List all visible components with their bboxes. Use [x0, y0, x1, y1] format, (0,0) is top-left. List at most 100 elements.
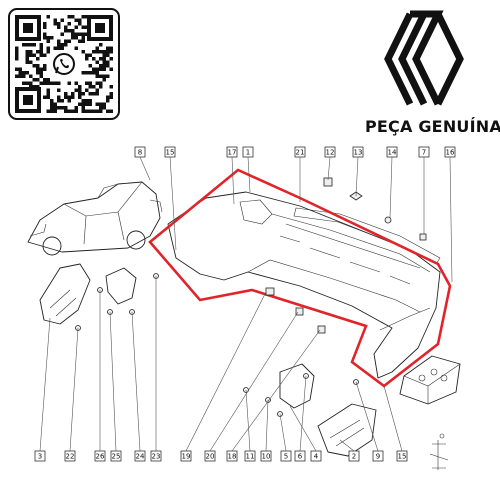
bottom-callout-18-8: 18: [226, 450, 238, 462]
leader-bottom-12: [299, 375, 307, 452]
leader-bottom-4: [131, 311, 141, 452]
svg-text:4: 4: [314, 453, 319, 461]
brand-diamond-logo-icon: [384, 10, 464, 106]
rear-bumper-part[interactable]: [167, 191, 441, 379]
leader-top-5: [327, 156, 331, 181]
clip-part-7[interactable]: [419, 233, 427, 241]
bottom-callout-25-3: 25: [110, 450, 122, 462]
svg-text:20: 20: [206, 453, 215, 461]
svg-text:10: 10: [262, 453, 271, 461]
screw-part-14[interactable]: [384, 216, 392, 224]
svg-text:18: 18: [228, 453, 237, 461]
rear-bracket-part[interactable]: [317, 403, 377, 457]
bottom-callout-6-12: 6: [294, 450, 306, 462]
left-bracket-part[interactable]: [39, 263, 91, 325]
top-callout-13-6: 13: [352, 146, 364, 158]
svg-text:24: 24: [136, 453, 145, 461]
svg-text:7: 7: [422, 149, 426, 157]
bottom-callout-2-14: 2: [348, 450, 360, 462]
bottom-callout-23-5: 23: [150, 450, 162, 462]
bottom-callout-19-6: 19: [180, 450, 192, 462]
svg-text:25: 25: [112, 453, 121, 461]
bottom-callout-24-4: 24: [134, 450, 146, 462]
leader-bottom-0: [39, 317, 51, 452]
top-callout-7-8: 7: [418, 146, 430, 158]
svg-text:1: 1: [246, 149, 250, 157]
top-callout-1-3: 1: [242, 146, 254, 158]
svg-text:15: 15: [398, 453, 407, 461]
svg-text:19: 19: [182, 453, 191, 461]
svg-text:14: 14: [388, 149, 397, 157]
small-parts: [39, 177, 461, 470]
bottom-callout-3-0: 3: [34, 450, 46, 462]
bottom-callout-11-9: 11: [244, 450, 256, 462]
leader-lines: [39, 156, 453, 452]
bottom-callout-5-11: 5: [280, 450, 292, 462]
leader-top-9: [449, 156, 453, 283]
clip-part-19[interactable]: [265, 287, 275, 296]
leader-bottom-1: [69, 327, 79, 452]
bottom-callout-9-15: 9: [372, 450, 384, 462]
qr-code-icon: [15, 15, 113, 113]
bottom-callout-26-2: 26: [94, 450, 106, 462]
svg-text:22: 22: [66, 453, 75, 461]
top-callout-21-4: 21: [294, 146, 306, 158]
svg-text:8: 8: [138, 149, 142, 157]
leader-bottom-9: [245, 389, 251, 452]
leader-top-0: [139, 156, 151, 181]
leader-bottom-14: [339, 439, 355, 452]
svg-text:15: 15: [166, 149, 175, 157]
svg-text:9: 9: [376, 453, 380, 461]
leader-bottom-8: [231, 329, 321, 452]
genuine-part-label: PEÇA GENUÍNA: [365, 117, 500, 136]
bottom-callout-15-16: 15: [396, 450, 408, 462]
leader-bottom-3: [109, 311, 117, 452]
svg-text:6: 6: [298, 453, 303, 461]
leader-top-6: [355, 156, 359, 197]
leader-bottom-11: [279, 413, 287, 452]
svg-text:16: 16: [446, 149, 455, 157]
leader-top-1: [169, 156, 177, 251]
svg-text:26: 26: [96, 453, 105, 461]
vehicle-sketch: [27, 181, 163, 256]
clip-part-18[interactable]: [317, 325, 326, 334]
svg-text:11: 11: [246, 453, 255, 461]
leader-bottom-15: [355, 381, 379, 452]
highlight-outline: [148, 168, 452, 388]
bottom-callout-4-13: 4: [310, 450, 322, 462]
svg-text:17: 17: [228, 149, 237, 157]
leader-bottom-10: [265, 399, 269, 452]
leader-bottom-13: [289, 405, 317, 452]
svg-text:23: 23: [152, 453, 161, 461]
leader-top-3: [247, 156, 251, 193]
fastener-kit-box[interactable]: [399, 355, 461, 405]
right-bracket-part[interactable]: [279, 363, 315, 409]
leader-top-2: [231, 156, 235, 205]
bottom-callout-10-10: 10: [260, 450, 272, 462]
top-callouts: 8 15 17 1 21 12 13 14 7 16: [134, 146, 456, 158]
top-callout-12-5: 12: [324, 146, 336, 158]
svg-text:21: 21: [296, 149, 305, 157]
qr-code-card[interactable]: [8, 8, 120, 120]
bottom-callout-22-1: 22: [64, 450, 76, 462]
whatsapp-icon: [51, 51, 77, 77]
top-callout-14-7: 14: [386, 146, 398, 158]
leader-bottom-16: [383, 385, 403, 452]
leader-bottom-7: [209, 311, 299, 452]
clip-part-20[interactable]: [295, 307, 304, 316]
svg-text:13: 13: [354, 149, 363, 157]
svg-text:3: 3: [38, 453, 42, 461]
leader-bottom-6: [185, 291, 267, 452]
top-callout-15-1: 15: [164, 146, 176, 158]
top-callout-17-2: 17: [226, 146, 238, 158]
leader-top-7: [389, 156, 393, 219]
svg-text:2: 2: [352, 453, 356, 461]
bottom-callouts: 3 22 26 25 24 23 19 20 18 11 10 5 6 4 2 9 15: [34, 450, 408, 462]
svg-text:5: 5: [284, 453, 288, 461]
bottom-callout-20-7: 20: [204, 450, 216, 462]
top-callout-16-9: 16: [444, 146, 456, 158]
side-bracket-part[interactable]: [105, 267, 137, 305]
top-callout-8-0: 8: [134, 146, 146, 158]
